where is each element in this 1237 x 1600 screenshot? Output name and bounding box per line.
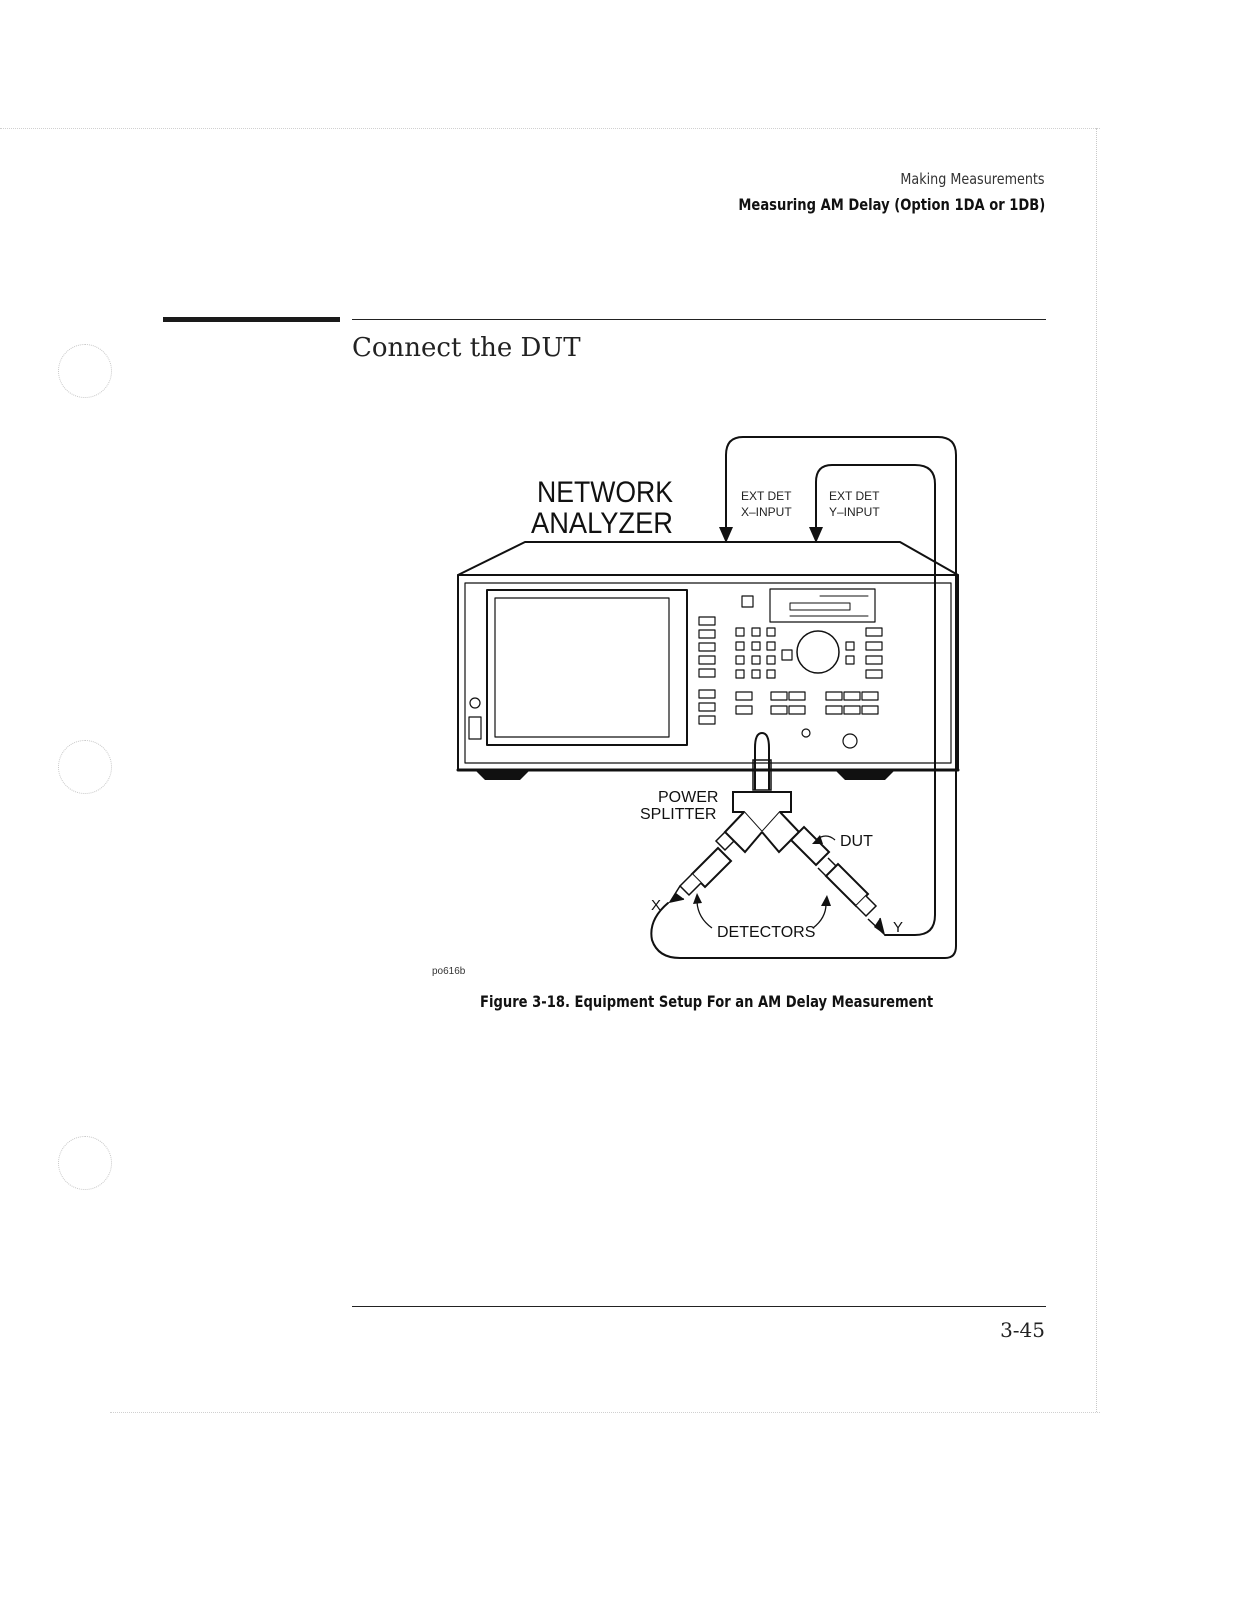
detector-x-body xyxy=(690,846,733,889)
binder-hole-bottom xyxy=(58,1136,112,1190)
ext-det-x-arrow xyxy=(719,527,733,543)
label-power: POWER xyxy=(658,789,718,806)
running-header-section: Making Measurements xyxy=(900,170,1045,188)
label-detectors: DETECTORS xyxy=(717,924,815,941)
left-arm-connector xyxy=(714,831,735,852)
page-right-edge xyxy=(1096,128,1097,1412)
footer-rule xyxy=(352,1306,1046,1307)
softkey-column xyxy=(698,616,716,725)
label-ext-det-x-2: X–INPUT xyxy=(741,505,792,519)
power-knob xyxy=(469,697,481,709)
equipment-setup-diagram: NETWORK ANALYZER EXT DET X–INPUT EXT DET… xyxy=(456,436,960,959)
rf-port xyxy=(842,733,858,749)
page-number: 3-45 xyxy=(1000,1318,1045,1342)
label-network: NETWORK xyxy=(537,476,673,509)
section-heading: Connect the DUT xyxy=(352,333,581,363)
label-ext-det-x-1: EXT DET xyxy=(741,489,792,503)
ext-det-y-arrow xyxy=(809,527,823,543)
disk-slot xyxy=(468,716,482,740)
analyzer-display xyxy=(486,589,688,746)
label-ext-det-y-1: EXT DET xyxy=(829,489,880,503)
binder-hole-top xyxy=(58,344,112,398)
keypad xyxy=(735,627,793,679)
figure-code: po616b xyxy=(432,966,466,977)
rotary-knob xyxy=(796,630,840,674)
binder-hole-middle xyxy=(58,740,112,794)
analyzer-foot-left xyxy=(475,770,530,780)
label-dut: DUT xyxy=(840,833,873,850)
page-bottom-edge xyxy=(110,1412,1100,1413)
detector-y-body xyxy=(824,862,870,908)
detectors-leader-left xyxy=(696,901,713,929)
cable-y-to-ext-det-y xyxy=(815,464,936,936)
analyzer-top-panel xyxy=(457,541,959,576)
analyzer-cabinet xyxy=(457,574,959,771)
analyzer-front-panel xyxy=(464,582,952,764)
section-rule-thick xyxy=(163,317,340,322)
detectors-leader-right xyxy=(812,903,827,929)
figure-caption: Figure 3-18. Equipment Setup For an AM D… xyxy=(480,992,934,1011)
rf-output-cable xyxy=(754,731,770,790)
dut-body xyxy=(789,825,831,867)
cable-x-to-ext-det-x xyxy=(650,436,957,959)
label-x: X xyxy=(651,897,661,914)
page-top-edge xyxy=(0,128,1100,129)
label-analyzer: ANALYZER xyxy=(531,507,673,540)
running-header-title: Measuring AM Delay (Option 1DA or 1DB) xyxy=(738,195,1045,214)
label-splitter: SPLITTER xyxy=(640,806,716,823)
analyzer-foot-right xyxy=(835,770,895,780)
section-rule-thin xyxy=(352,319,1046,320)
label-y: Y xyxy=(893,919,903,936)
label-ext-det-y-2: Y–INPUT xyxy=(829,505,880,519)
